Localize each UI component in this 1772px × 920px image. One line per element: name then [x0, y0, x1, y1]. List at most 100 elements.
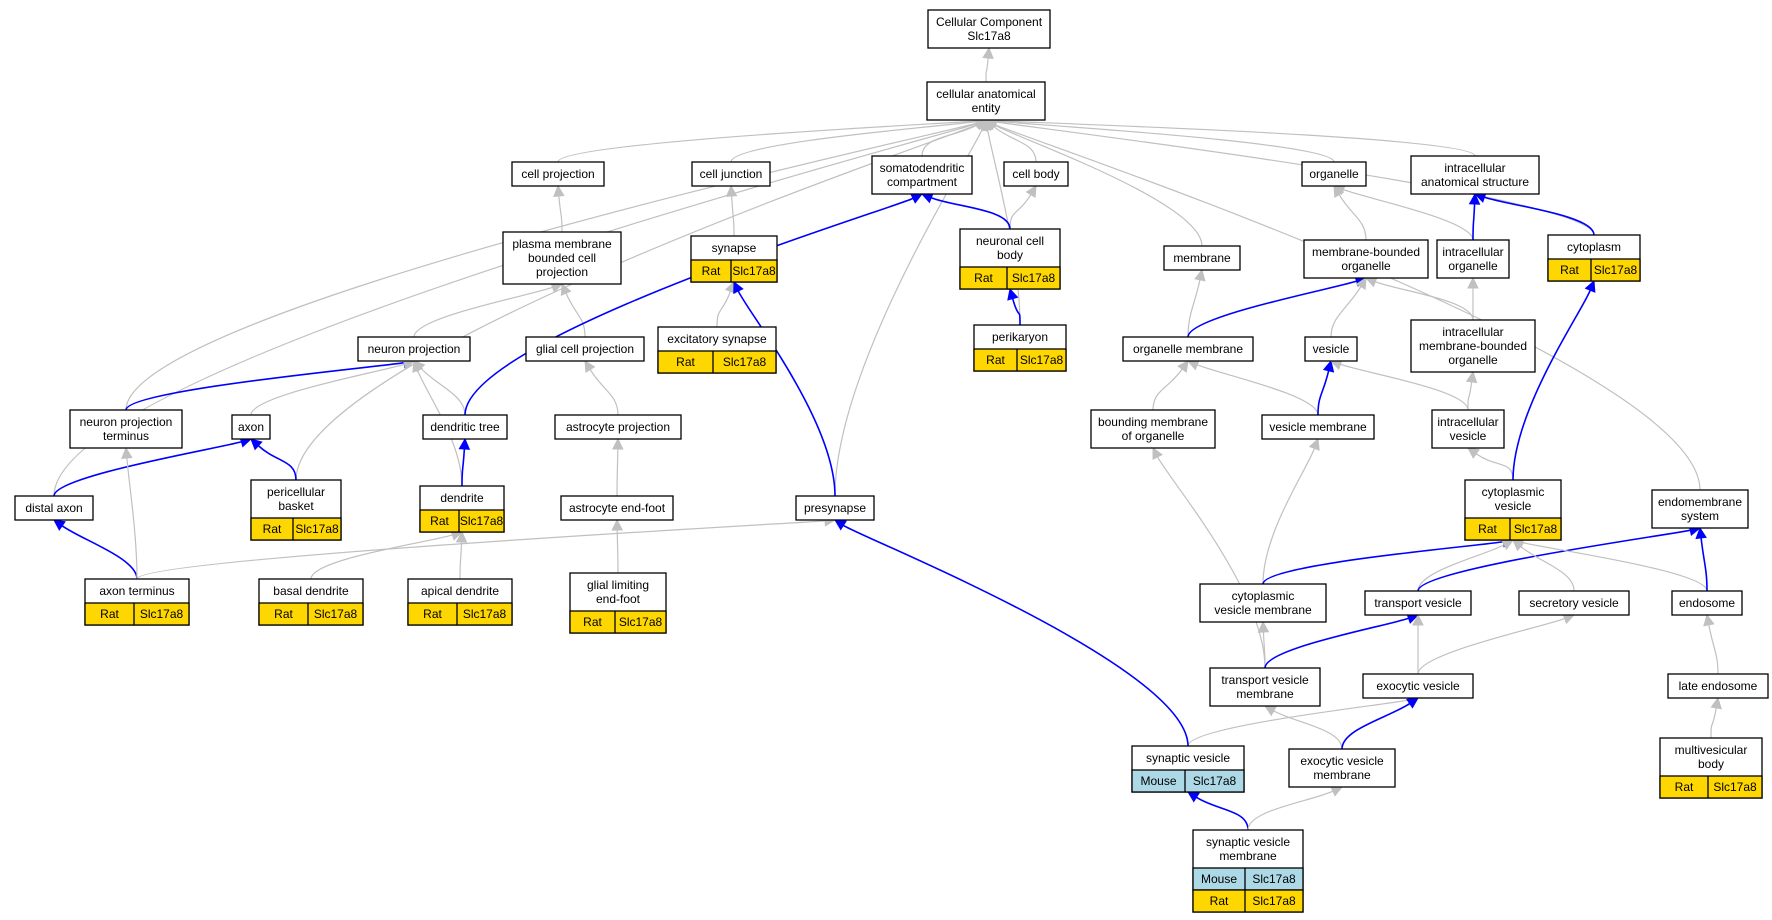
species-row: [1659, 775, 1763, 799]
node-presynapse[interactable]: presynapse: [795, 495, 875, 521]
edge-line: [731, 195, 735, 237]
node-box: [927, 9, 1051, 49]
node-organelle[interactable]: organelle: [1301, 161, 1367, 187]
node-vesicle[interactable]: vesicle: [1304, 336, 1358, 362]
node-dendtree[interactable]: dendritic tree: [422, 414, 508, 440]
node-box: [231, 414, 271, 440]
edge-line: [1475, 453, 1514, 481]
node-astroef[interactable]: astrocyte end-foot: [560, 495, 674, 521]
edge-line: [126, 457, 138, 580]
node-distalaxon[interactable]: distal axon: [14, 495, 94, 521]
node-label: organelle: [1341, 259, 1391, 273]
node-orgmem[interactable]: organelle membrane: [1122, 336, 1254, 362]
edge-astroef-to-astroproj: [612, 437, 624, 497]
node-vesmem[interactable]: vesicle membrane: [1261, 414, 1375, 440]
node-label: organelle: [1448, 353, 1498, 367]
node-membrane[interactable]: membrane: [1163, 245, 1241, 271]
edge-line: [1467, 381, 1473, 411]
node-transves[interactable]: transport vesicle: [1364, 590, 1472, 616]
species-row: [1547, 258, 1641, 282]
node-exoves[interactable]: exocytic vesicle: [1362, 673, 1474, 699]
node-label: membrane: [1236, 687, 1294, 701]
gene-label: Slc17a8: [1713, 780, 1757, 794]
node-axon[interactable]: axon: [231, 414, 271, 440]
edge-line: [310, 534, 453, 580]
edge-tvm-to-bmo: [1152, 447, 1266, 669]
edge-mbo-to-organelle: [1333, 185, 1367, 241]
edge-transves-to-cytoves: [1417, 539, 1514, 592]
node-box: [795, 495, 875, 521]
edge-presynapse-to-synapse: [733, 280, 836, 497]
edge-imbo-to-mbo: [1364, 276, 1474, 321]
edge-line: [1340, 363, 1469, 411]
edge-ias-to-cae: [984, 114, 1476, 157]
node-label: Cellular Component: [936, 15, 1043, 29]
edge-line: [994, 124, 1203, 247]
node-glialproj[interactable]: glial cell projection: [525, 336, 645, 362]
node-neuronproj[interactable]: neuron projection: [357, 336, 471, 362]
node-cellbody[interactable]: cell body: [1003, 161, 1069, 187]
arrowhead: [1695, 526, 1707, 540]
gene-label: Slc17a8: [140, 607, 184, 621]
edge-pericell-to-axon: [250, 438, 297, 481]
node-cellproj[interactable]: cell projection: [511, 161, 605, 187]
gene-label: Slc17a8: [460, 514, 504, 528]
node-label: cell junction: [700, 167, 763, 181]
node-secves[interactable]: secretory vesicle: [1518, 590, 1630, 616]
node-label: cytoplasmic: [1482, 485, 1545, 499]
node-box: [1003, 161, 1069, 187]
edge-line: [616, 529, 619, 574]
node-lateendo[interactable]: late endosome: [1667, 673, 1769, 699]
species-row: [407, 602, 513, 626]
node-celljunc[interactable]: cell junction: [691, 161, 771, 187]
edge-line: [1417, 617, 1565, 675]
node-label: exocytic vesicle: [1300, 754, 1384, 768]
species-label: Rat: [676, 355, 695, 369]
node-box: [14, 495, 94, 521]
edge-evm-to-exoves: [1341, 697, 1419, 750]
edge-line: [1338, 194, 1367, 241]
edge-line: [1187, 279, 1201, 338]
edge-line: [1197, 364, 1319, 416]
edge-orgmem-to-mbo: [1187, 275, 1368, 338]
node-label: dendritic tree: [430, 420, 500, 434]
node-endosome[interactable]: endosome: [1671, 590, 1743, 616]
node-label: organelle membrane: [1133, 342, 1243, 356]
node-astroproj[interactable]: astrocyte projection: [554, 414, 682, 440]
edge-line: [53, 441, 242, 497]
node-label: Slc17a8: [967, 29, 1011, 43]
gene-label: Slc17a8: [1594, 263, 1638, 277]
edge-ncb-to-cellbody: [1009, 185, 1037, 230]
node-label: vesicle: [1495, 499, 1532, 513]
